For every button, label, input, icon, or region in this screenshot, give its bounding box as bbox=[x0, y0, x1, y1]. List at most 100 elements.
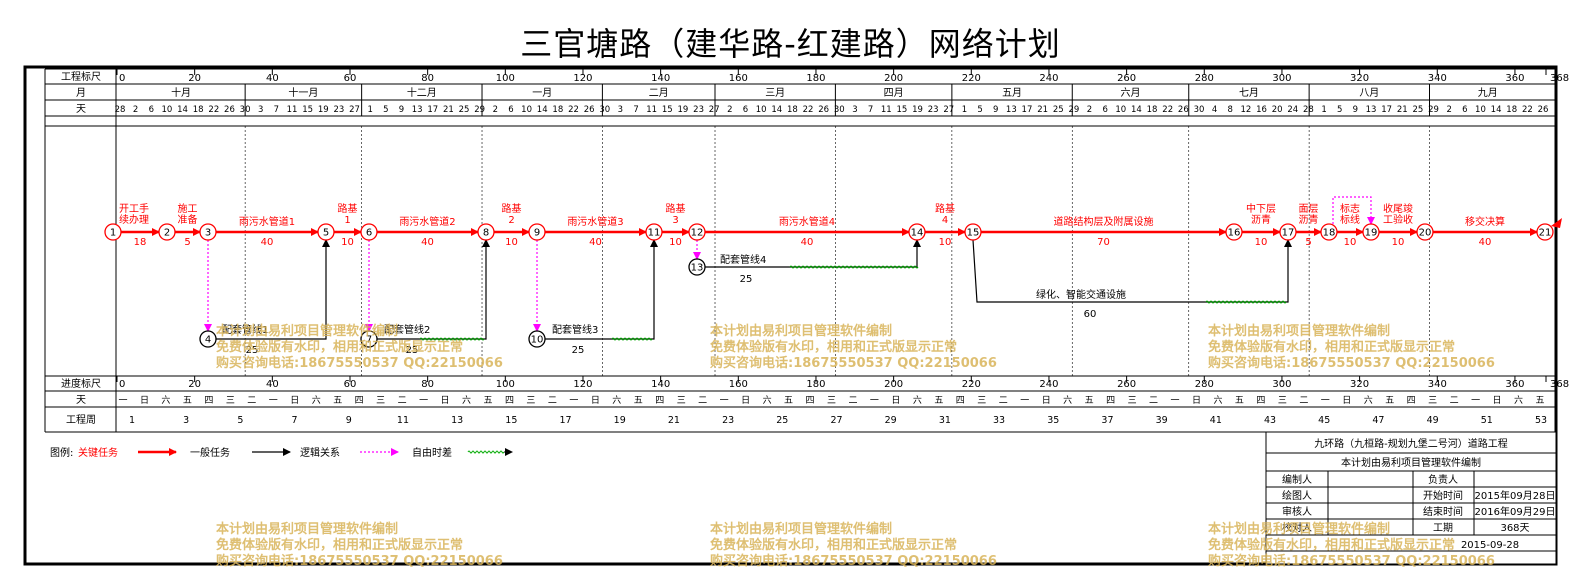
weekday: 三 bbox=[1428, 396, 1437, 406]
week-number: 1 bbox=[129, 415, 135, 426]
scale-tick: 180 bbox=[806, 73, 825, 84]
weekday: 四 bbox=[655, 396, 664, 406]
node-number: 13 bbox=[691, 263, 704, 274]
weekday: 三 bbox=[226, 396, 235, 406]
weekday: 二 bbox=[548, 396, 557, 406]
task-duration: 60 bbox=[1084, 309, 1097, 320]
watermark-line: 购买咨询电话:18675550537 QQ:22150066 bbox=[710, 554, 997, 569]
scale-tick: 160 bbox=[729, 379, 748, 390]
weekday: 一 bbox=[1020, 396, 1029, 406]
week-number: 17 bbox=[559, 415, 571, 426]
weekday: 五 bbox=[483, 396, 492, 406]
legend-float: 自由时差 bbox=[412, 446, 452, 459]
month-name: 一月 bbox=[532, 87, 552, 99]
scale-tick: 220 bbox=[962, 379, 981, 390]
node-circle bbox=[199, 330, 217, 348]
day-number: 27 bbox=[709, 105, 720, 115]
watermark: 本计划由易利项目管理软件编制 免费体验版有水印，相用和正式版显示正常 购买咨询电… bbox=[1208, 522, 1495, 570]
weekday: 六 bbox=[913, 394, 922, 406]
weekday: 一 bbox=[1471, 396, 1480, 406]
week-number: 39 bbox=[1156, 415, 1168, 426]
scale-tick: 160 bbox=[729, 73, 748, 84]
legend-label: 图例: bbox=[50, 446, 73, 459]
day-number: 29 bbox=[1068, 105, 1079, 115]
legend-critical: 关键任务 bbox=[78, 446, 118, 459]
month-name: 四月 bbox=[884, 87, 904, 99]
scale-tick: 40 bbox=[266, 73, 279, 84]
task-duration: 10 bbox=[669, 237, 682, 248]
weekday: 四 bbox=[204, 396, 213, 406]
weekday: 一 bbox=[419, 396, 428, 406]
end-value: 2016年09月29日 bbox=[1475, 505, 1556, 518]
day-number: 15 bbox=[896, 105, 907, 115]
day-number: 14 bbox=[771, 105, 782, 115]
weekday: 四 bbox=[505, 396, 514, 406]
weekday: 三 bbox=[977, 396, 986, 406]
free-float-line bbox=[611, 337, 653, 341]
weekday: 五 bbox=[183, 396, 192, 406]
scale-tick: 100 bbox=[496, 73, 515, 84]
node-circle bbox=[528, 330, 546, 348]
weekday: 五 bbox=[1085, 396, 1094, 406]
week-number: 41 bbox=[1210, 415, 1222, 426]
week-number: 27 bbox=[830, 415, 842, 426]
weekday: 六 bbox=[612, 394, 621, 406]
watermark: 本计划由易利项目管理软件编制 免费体验版有水印，相用和正式版显示正常 购买咨询电… bbox=[216, 324, 503, 372]
weekday: 日 bbox=[891, 395, 900, 406]
watermark-line: 本计划由易利项目管理软件编制 bbox=[710, 324, 893, 339]
weekday: 四 bbox=[956, 396, 965, 406]
node-number: 12 bbox=[691, 228, 704, 239]
day-number: 5 bbox=[383, 105, 388, 115]
node-number: 3 bbox=[205, 228, 211, 239]
node-circle bbox=[199, 223, 217, 241]
day-number: 29 bbox=[1428, 105, 1439, 115]
week-number: 9 bbox=[346, 415, 352, 426]
drawer-label: 绘图人 bbox=[1282, 489, 1312, 502]
scale-tick: 368 bbox=[1550, 73, 1569, 84]
task-name: 续办理 bbox=[119, 213, 149, 226]
start-value: 2015年09月28日 bbox=[1475, 489, 1556, 502]
week-number: 23 bbox=[722, 415, 734, 426]
scale-tick: 120 bbox=[573, 379, 592, 390]
weekday: 六 bbox=[763, 394, 772, 406]
day-number: 17 bbox=[427, 105, 438, 115]
task-name: 配套管线4 bbox=[720, 253, 766, 266]
task-name: 2 bbox=[508, 215, 514, 226]
weekday: 四 bbox=[1106, 396, 1115, 406]
day-number: 28 bbox=[115, 105, 126, 115]
day-number: 13 bbox=[412, 105, 423, 115]
outer-frame bbox=[23, 65, 1558, 566]
node-circle bbox=[688, 258, 706, 276]
day-number: 19 bbox=[912, 105, 923, 115]
task-duration: 10 bbox=[939, 237, 952, 248]
task-name: 道路结构层及附属设施 bbox=[1054, 215, 1154, 228]
weekday: 二 bbox=[247, 396, 256, 406]
month-name: 五月 bbox=[1002, 87, 1022, 99]
week-number: 53 bbox=[1535, 415, 1547, 426]
weekday: 二 bbox=[1299, 396, 1308, 406]
task-name: 4 bbox=[942, 215, 948, 226]
day-number: 12 bbox=[1240, 105, 1251, 115]
day-number: 6 bbox=[1462, 105, 1467, 115]
month-name: 十一月 bbox=[288, 86, 318, 99]
normal-task-arrow bbox=[216, 239, 330, 340]
task-name: 施工 bbox=[178, 202, 198, 215]
day-number: 23 bbox=[693, 105, 704, 115]
node-circle bbox=[528, 223, 546, 241]
task-duration: 18 bbox=[134, 237, 147, 248]
week-number: 33 bbox=[993, 415, 1005, 426]
scale-label: 工程标尺 bbox=[61, 71, 101, 83]
node-number: 20 bbox=[1419, 228, 1432, 239]
day-number: 16 bbox=[1256, 105, 1267, 115]
day-number: 9 bbox=[1353, 105, 1358, 115]
weekday: 日 bbox=[741, 395, 750, 406]
week-number: 31 bbox=[939, 415, 951, 426]
task-name: 标线 bbox=[1340, 213, 1360, 226]
task-duration: 25 bbox=[246, 345, 259, 356]
day-number: 10 bbox=[1475, 105, 1486, 115]
day-number: 1 bbox=[962, 105, 967, 115]
weekday: 三 bbox=[376, 396, 385, 406]
weekday: 五 bbox=[1235, 396, 1244, 406]
scale-tick: 300 bbox=[1272, 379, 1291, 390]
day-number: 15 bbox=[662, 105, 673, 115]
